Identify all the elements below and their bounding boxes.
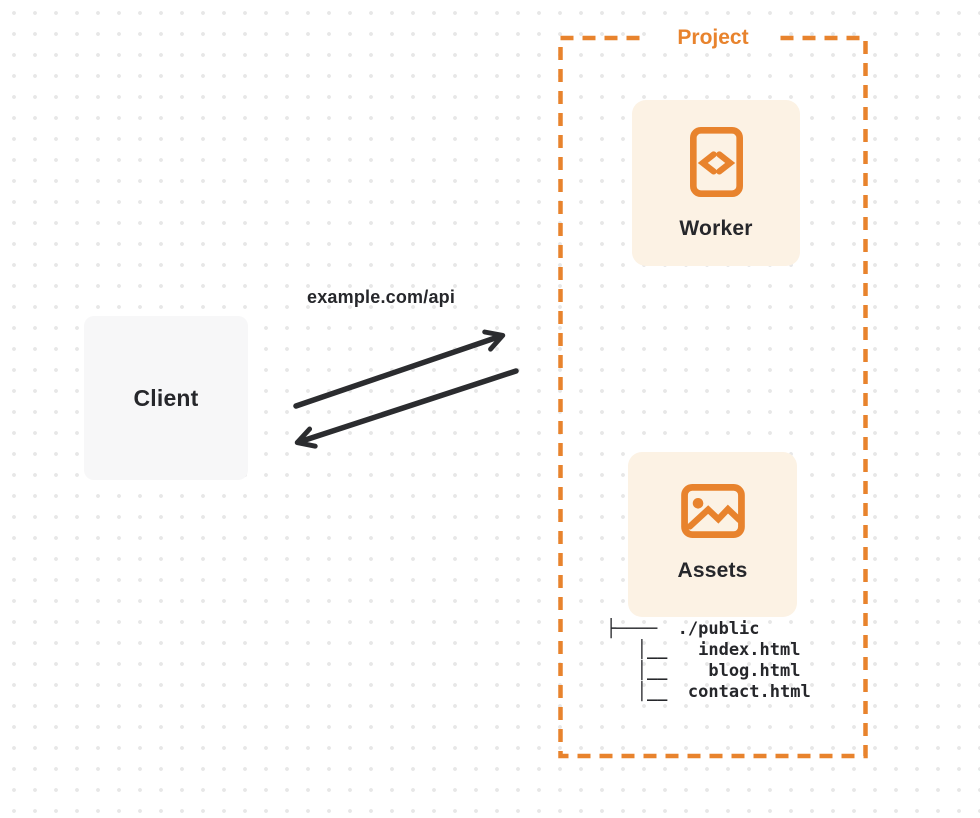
assets-file-tree: ├──── ./public │__ index.html │__ blog.h… xyxy=(606,619,811,702)
image-icon xyxy=(680,484,745,538)
request-url-label: example.com/api xyxy=(307,287,456,307)
project-dashed-border xyxy=(558,35,868,759)
client-label: Client xyxy=(133,384,199,411)
assets-label: Assets xyxy=(677,559,748,582)
worker-node: Worker xyxy=(632,100,800,266)
assets-node: Assets xyxy=(628,452,797,617)
code-icon xyxy=(689,127,743,197)
response-arrow xyxy=(294,368,519,449)
project-group-label: Project xyxy=(648,24,778,51)
worker-label: Worker xyxy=(679,217,753,240)
request-arrow xyxy=(293,329,506,409)
client-node: Client xyxy=(84,316,248,480)
